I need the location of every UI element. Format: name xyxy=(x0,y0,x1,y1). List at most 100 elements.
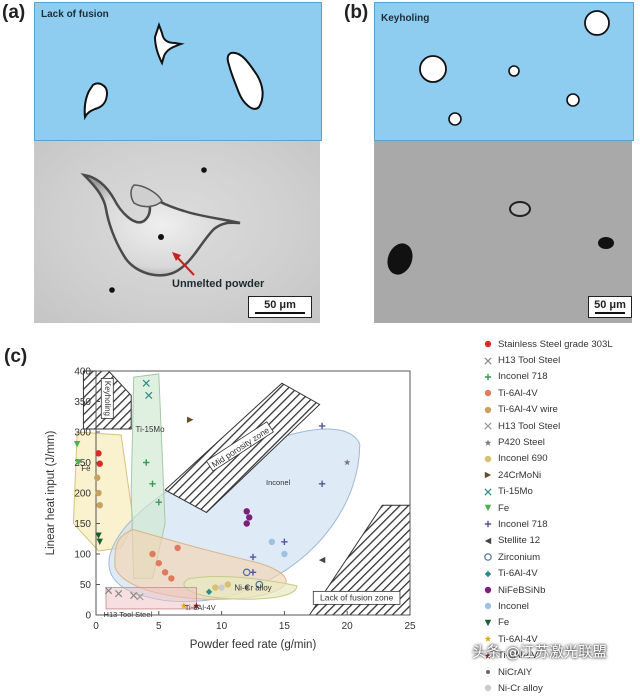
data-point xyxy=(246,514,253,521)
arrow-head-icon xyxy=(172,252,181,261)
panel-a-label: Lack of fusion xyxy=(41,9,109,20)
legend-marker-icon xyxy=(478,633,498,645)
x-tick-label: 15 xyxy=(279,621,291,632)
legend-label: Inconel 690 xyxy=(498,453,548,465)
legend-marker-icon xyxy=(478,437,498,449)
data-point xyxy=(96,460,103,467)
y-tick-label: 200 xyxy=(74,489,91,500)
legend-marker-icon xyxy=(478,453,498,465)
data-point xyxy=(155,559,162,567)
legend-item: Ti-6Al-4V wire xyxy=(478,402,640,418)
legend-item: Ti-6Al-4V xyxy=(478,565,640,581)
legend-label: Ni-Cr alloy xyxy=(498,682,543,694)
legend-label: Stainless Steel grade 303L xyxy=(498,338,613,350)
pore-circle xyxy=(566,93,580,107)
data-point xyxy=(218,584,225,591)
data-point xyxy=(281,550,288,558)
pore-circle xyxy=(448,112,462,126)
legend-marker-icon xyxy=(478,551,498,563)
lack-of-fusion-void: Unmelted powder xyxy=(80,167,265,293)
scalebar-a: 50 μm xyxy=(248,296,312,318)
legend-marker-icon xyxy=(478,338,498,350)
legend-marker-icon xyxy=(478,535,498,547)
data-point xyxy=(187,416,194,423)
legend-marker-shape xyxy=(484,422,492,430)
legend-item: Inconel 718 xyxy=(478,516,640,532)
legend-marker-shape xyxy=(484,472,492,479)
y-tick-label: 50 xyxy=(80,580,92,591)
y-tick-label: 300 xyxy=(74,428,91,439)
data-point xyxy=(114,590,123,598)
y-tick-label: 150 xyxy=(74,519,91,530)
data-point xyxy=(255,580,264,589)
legend-item: Fe xyxy=(478,500,640,516)
data-point xyxy=(143,459,150,466)
data-point xyxy=(174,544,181,552)
legend-label: Inconel 718 xyxy=(498,371,548,383)
data-point xyxy=(75,459,82,466)
panel-b-letter: (b) xyxy=(344,2,369,23)
legend-marker-shape xyxy=(484,356,492,365)
scalebar-a-text: 50 μm xyxy=(264,299,296,311)
panel-b-micrograph: 50 μm xyxy=(374,141,632,323)
legend-marker-icon xyxy=(478,518,498,530)
data-point xyxy=(96,502,103,509)
scalebar-a-bar xyxy=(255,312,305,314)
y-tick-label: 250 xyxy=(74,458,91,469)
legend-marker-icon xyxy=(478,387,498,399)
legend-marker-shape xyxy=(484,553,492,562)
legend-marker-icon xyxy=(478,486,498,498)
legend-label: NiCrAlY xyxy=(498,666,533,678)
scalebar-b-bar xyxy=(595,312,625,314)
watermark: 头条 @江苏激光联盟 xyxy=(472,645,608,661)
chart-legend: Stainless Steel grade 303L H13 Tool Steel… xyxy=(478,336,640,697)
legend-marker-icon xyxy=(478,404,498,416)
lack-of-fusion-pores xyxy=(83,22,264,121)
legend-marker-shape xyxy=(484,685,492,692)
legend-marker-shape xyxy=(484,406,492,413)
legend-item: P420 Steel xyxy=(478,434,640,450)
panel-a-schematic: Lack of fusion xyxy=(34,2,322,141)
legend-marker-shape xyxy=(484,439,492,446)
scalebar-b-text: 50 μm xyxy=(594,299,626,311)
legend-item: 24CrMoNi xyxy=(478,467,640,483)
scalebar-b: 50 μm xyxy=(588,296,632,318)
legend-marker-icon xyxy=(478,420,498,432)
x-tick-label: 5 xyxy=(156,621,162,632)
legend-marker-icon xyxy=(478,650,498,662)
legend-item: Stainless Steel grade 303L xyxy=(478,336,640,352)
legend-item: H13 Tool Steel xyxy=(478,418,640,434)
panel-b-label: Keyholing xyxy=(381,13,430,24)
particle-dot xyxy=(201,167,207,173)
pore-circle xyxy=(419,55,447,83)
keyholing-label: Keyholing xyxy=(103,381,112,416)
legend-marker-icon xyxy=(478,469,498,481)
y-tick-label: 400 xyxy=(74,367,91,378)
pore-circle xyxy=(508,65,520,77)
data-point xyxy=(149,550,156,558)
data-point xyxy=(136,593,144,601)
legend-item: Inconel 690 xyxy=(478,451,640,467)
data-point xyxy=(343,459,351,466)
legend-marker-shape xyxy=(484,570,492,577)
y-axis-label: Linear heat input (J/mm) xyxy=(45,431,57,556)
legend-marker-shape xyxy=(484,619,492,627)
data-point xyxy=(318,422,326,430)
pore-shape xyxy=(153,22,185,66)
legend-item: Ti-15Mo xyxy=(478,484,640,500)
data-point xyxy=(212,584,219,591)
legend-label: Ti-6Al-4V xyxy=(498,633,538,645)
legend-item: NiCrAlY xyxy=(478,664,640,680)
annotation-arrow xyxy=(175,255,195,276)
data-point xyxy=(161,569,169,576)
legend-label: Inconel xyxy=(498,600,529,612)
legend-marker-icon xyxy=(478,617,498,629)
legend-item: Fe xyxy=(478,615,640,631)
data-point xyxy=(95,489,102,497)
keyholing-label-box xyxy=(100,378,114,419)
legend-label: H13 Tool Steel xyxy=(498,420,561,432)
data-point xyxy=(268,538,276,545)
legend-marker-shape xyxy=(486,670,490,674)
